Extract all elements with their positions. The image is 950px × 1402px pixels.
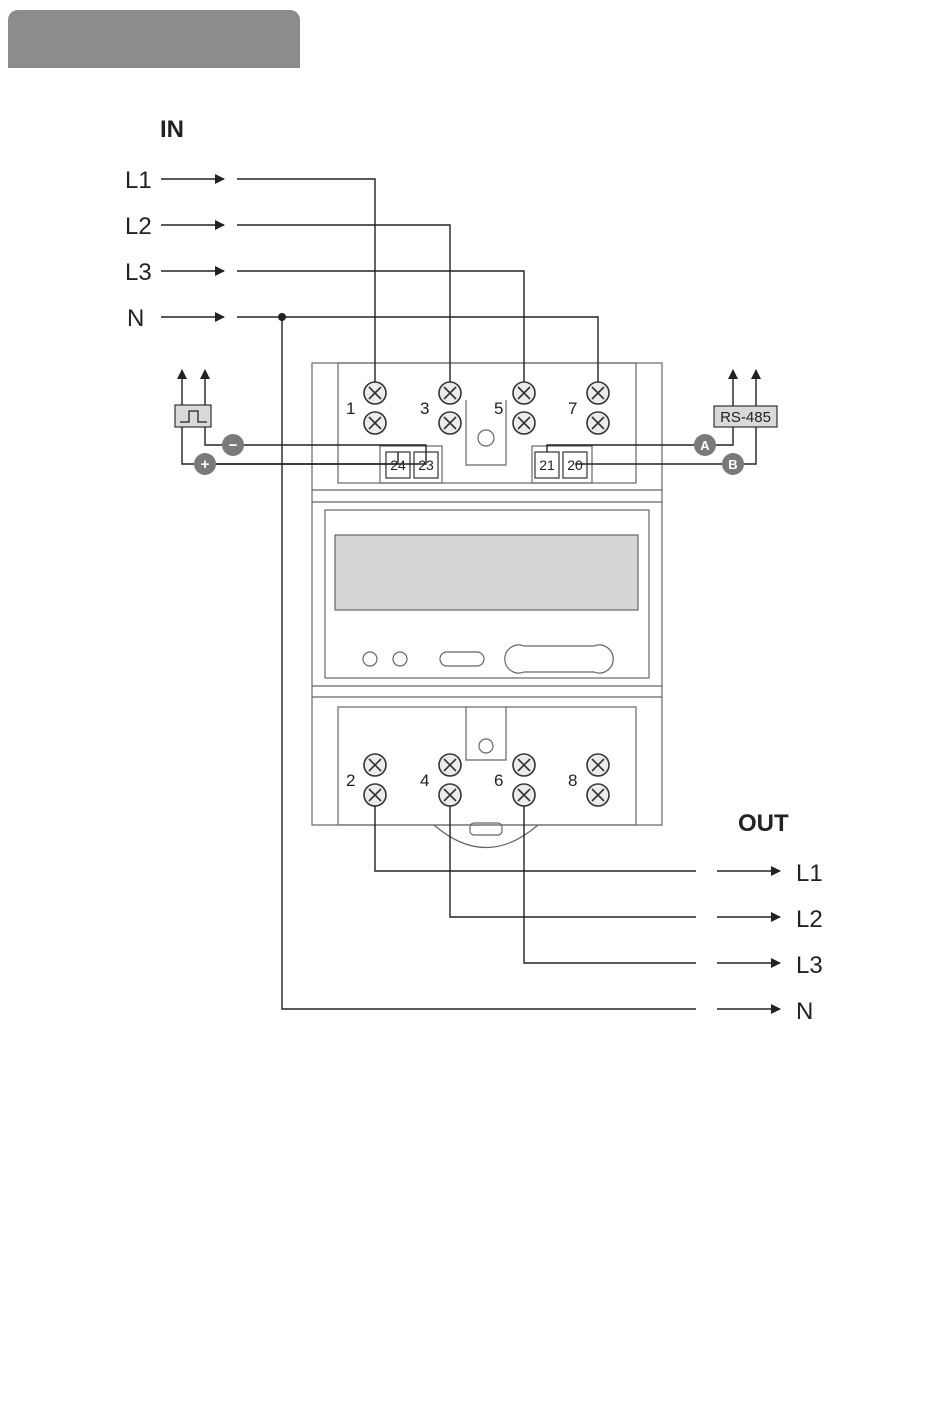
terminal-7-label: 7 xyxy=(568,399,577,418)
terminal-2-label: 2 xyxy=(346,771,355,790)
svg-text:B: B xyxy=(728,457,737,472)
neutral-junction-dot xyxy=(278,313,286,321)
terminal-5-label: 5 xyxy=(494,399,503,418)
out-n-label: N xyxy=(796,998,813,1025)
out-arrows xyxy=(717,871,780,1009)
in-l1-label: L1 xyxy=(125,167,152,194)
terminal-8-label: 8 xyxy=(568,771,577,790)
out-heading: OUT xyxy=(738,810,789,837)
svg-text:+: + xyxy=(201,456,210,473)
in-l2-label: L2 xyxy=(125,213,152,240)
lcd-display xyxy=(335,535,638,610)
pulse-signal-icon xyxy=(175,405,211,427)
svg-text:A: A xyxy=(700,438,710,453)
out-l3-label: L3 xyxy=(796,952,823,979)
optical-port xyxy=(440,652,484,666)
led-indicator xyxy=(393,652,407,666)
terminal-20-label: 20 xyxy=(567,457,583,473)
out-l1-label: L1 xyxy=(796,860,823,887)
in-arrows xyxy=(161,179,224,317)
output-wires xyxy=(375,806,696,963)
terminal-4-label: 4 xyxy=(420,771,429,790)
terminal-3-label: 3 xyxy=(420,399,429,418)
terminal-21-label: 21 xyxy=(539,457,555,473)
sealing-slot xyxy=(505,645,613,673)
svg-text:−: − xyxy=(229,437,238,454)
in-heading: IN xyxy=(160,116,184,143)
terminal-1-label: 1 xyxy=(346,399,355,418)
in-l3-label: L3 xyxy=(125,259,152,286)
led-indicator xyxy=(363,652,377,666)
terminal-6-label: 6 xyxy=(494,771,503,790)
rs485-label: RS-485 xyxy=(720,409,771,426)
in-n-label: N xyxy=(127,305,144,332)
out-l2-label: L2 xyxy=(796,906,823,933)
energy-meter-body xyxy=(312,363,662,848)
